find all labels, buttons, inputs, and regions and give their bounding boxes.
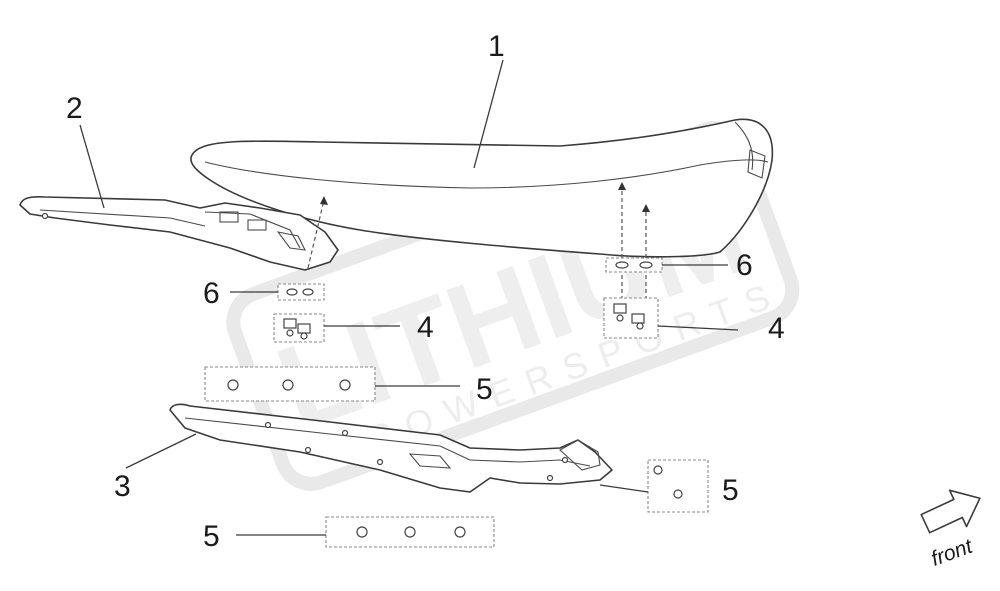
callout-1: 1 xyxy=(488,30,505,63)
callout-4-right: 4 xyxy=(768,312,785,345)
callout-2: 2 xyxy=(66,92,83,125)
callout-5-lower: 5 xyxy=(203,520,220,553)
nut-plate-upper xyxy=(204,366,376,402)
clip-nut-left xyxy=(273,313,325,343)
clip-nut-right xyxy=(603,297,659,339)
washer-left xyxy=(277,283,325,301)
callout-6-right: 6 xyxy=(736,249,753,282)
front-direction-indicator: front xyxy=(920,489,981,571)
assembly-arrows xyxy=(307,182,650,300)
nut-plate-lower xyxy=(325,516,495,548)
arrow-right-icon xyxy=(920,489,981,534)
callout-5-right: 5 xyxy=(722,474,739,507)
seat-base-rail-part xyxy=(169,403,613,493)
leader-lines xyxy=(79,59,739,536)
callout-4-left: 4 xyxy=(417,311,434,344)
callout-numbers: 1 2 3 4 4 5 5 5 6 6 xyxy=(66,30,785,553)
washer-right xyxy=(605,257,663,273)
callout-3: 3 xyxy=(114,470,131,503)
callout-5-upper: 5 xyxy=(476,373,493,406)
callout-6-left: 6 xyxy=(203,277,220,310)
nut-plate-right xyxy=(647,459,709,513)
rear-fender-bracket-part xyxy=(19,195,339,271)
front-label: front xyxy=(928,534,976,570)
